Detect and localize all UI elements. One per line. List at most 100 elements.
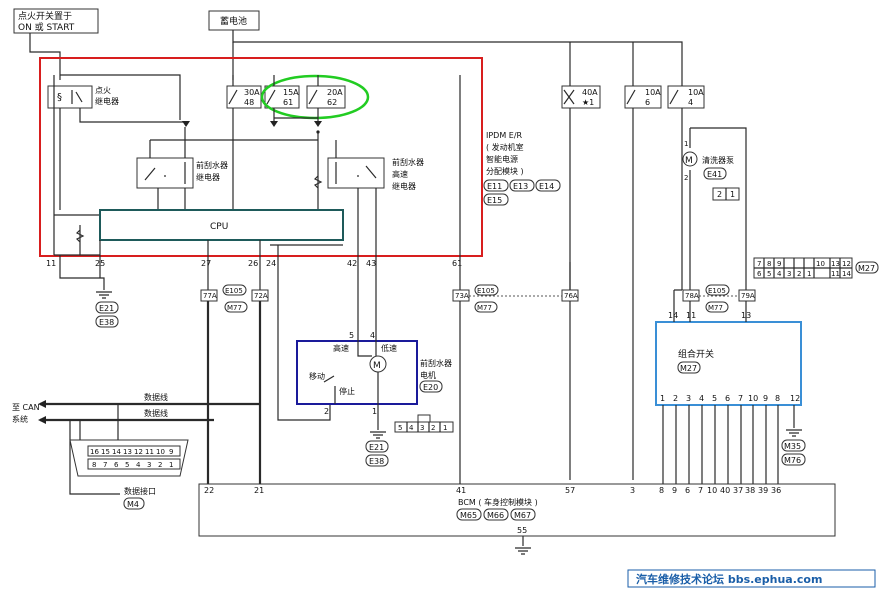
svg-text:1: 1 (660, 394, 665, 403)
motor-stop-label: 停止 (339, 386, 355, 396)
svg-text:16: 16 (90, 448, 99, 456)
can-label-2: 系统 (12, 414, 28, 424)
svg-text:57: 57 (565, 486, 575, 495)
washer-pump-label: 清洗器泵 (702, 155, 734, 165)
svg-text:E14: E14 (539, 182, 554, 191)
m66-label: M66 (487, 511, 504, 520)
svg-text:6: 6 (114, 461, 119, 469)
svg-text:6: 6 (757, 270, 762, 278)
svg-text:2: 2 (158, 461, 162, 469)
svg-text:12: 12 (134, 448, 143, 456)
ignition-relay-label-2: 继电器 (95, 96, 119, 106)
svg-text:10: 10 (156, 448, 165, 456)
ignition-switch-label-2: ON 或 START (18, 21, 75, 33)
wiper-relay-label: 前刮水器 (196, 160, 228, 170)
svg-text:13: 13 (123, 448, 132, 456)
fuse-40a (561, 85, 601, 109)
fuse-10a-1-number: 6 (645, 98, 650, 107)
svg-text:11: 11 (831, 270, 840, 278)
motor-move-label: 移动 (309, 371, 325, 381)
svg-text:40: 40 (720, 486, 730, 495)
fuse-15a-number: 61 (283, 98, 293, 107)
svg-text:15: 15 (101, 448, 110, 456)
wiper-relay (136, 157, 194, 189)
svg-text:M: M (685, 156, 693, 166)
svg-text:72A: 72A (254, 292, 268, 300)
ignition-relay (47, 85, 93, 109)
svg-text:26: 26 (248, 259, 258, 268)
svg-text:11: 11 (145, 448, 154, 456)
ignition-switch-label: 点火开关置于 (18, 10, 72, 22)
e41-label: E41 (707, 170, 722, 179)
svg-text:1: 1 (169, 461, 173, 469)
motor-pin-4: 4 (370, 331, 375, 340)
svg-text:76A: 76A (564, 292, 578, 300)
svg-text:2: 2 (431, 424, 435, 432)
footer-banner (627, 569, 876, 588)
combo-switch-label: 组合开关 (678, 348, 714, 360)
svg-text:11: 11 (46, 259, 56, 268)
svg-text:21: 21 (254, 486, 264, 495)
svg-text:3: 3 (686, 394, 691, 403)
svg-text:12: 12 (790, 394, 800, 403)
fuse-15a-rating: 15A (283, 88, 299, 97)
bcm-label: BCM ( 车身控制模块 ) (458, 497, 538, 507)
wiper-relay-label-2: 继电器 (196, 172, 220, 182)
fuse-40a-number: ★1 (582, 98, 594, 107)
svg-text:M: M (373, 361, 381, 371)
svg-text:E15: E15 (487, 196, 502, 205)
combo-pin-14: 14 (668, 311, 678, 320)
relay-coil-icon: § (57, 92, 62, 103)
svg-text:1: 1 (443, 424, 447, 432)
svg-text:9: 9 (672, 486, 677, 495)
ipdm-label-4: 分配模块 ) (486, 166, 524, 176)
svg-text:8: 8 (767, 260, 771, 268)
motor-high-label: 高速 (333, 343, 349, 353)
e38-label-2: E38 (369, 457, 384, 466)
svg-text:8: 8 (775, 394, 780, 403)
hs-relay-label-2: 高速 (392, 169, 408, 179)
svg-text:41: 41 (456, 486, 466, 495)
svg-text:61: 61 (452, 259, 462, 268)
e20-connector-face: 5 4 3 2 1 (394, 414, 454, 433)
motor-pin-5: 5 (349, 331, 354, 340)
m27-label: M27 (858, 264, 875, 273)
svg-text:7: 7 (103, 461, 107, 469)
svg-text:E11: E11 (487, 182, 502, 191)
ipdm-label-3: 智能电源 (486, 154, 518, 164)
svg-text:78A: 78A (685, 292, 699, 300)
svg-text:8: 8 (92, 461, 96, 469)
ipdm-module-box (39, 57, 483, 257)
ipdm-pin-labels: 11 25 27 26 24 42 43 61 (46, 259, 462, 268)
svg-text:7: 7 (698, 486, 703, 495)
svg-text:1: 1 (807, 270, 811, 278)
battery-label-box (208, 10, 260, 31)
m35-label: M35 (784, 442, 801, 451)
svg-text:3: 3 (147, 461, 151, 469)
ignition-switch-label-box (13, 8, 99, 34)
svg-text:10: 10 (707, 486, 717, 495)
washer-pin-1: 1 (684, 140, 688, 148)
diode-icon (182, 121, 322, 127)
wiper-motor-label: 前刮水器 (420, 358, 452, 368)
m27-label-2: M27 (680, 364, 697, 373)
ipdm-connectors: E11 E13 E14 E15 (483, 179, 561, 206)
svg-text:E13: E13 (513, 182, 528, 191)
data-link-connector: 16 15 14 13 12 11 10 9 8 7 6 5 4 3 2 1 (69, 439, 189, 477)
fuse-40a-rating: 40A (582, 88, 598, 97)
svg-text:5: 5 (125, 461, 129, 469)
svg-text:73A: 73A (455, 292, 469, 300)
fuse-30a-number: 48 (244, 98, 254, 107)
high-speed-relay (327, 157, 385, 189)
fuse-10a-2-number: 4 (688, 98, 693, 107)
svg-text:12: 12 (842, 260, 851, 268)
svg-text:9: 9 (763, 394, 768, 403)
fuse-10a-1-rating: 10A (645, 88, 661, 97)
svg-text:2: 2 (717, 190, 722, 199)
e38-label: E38 (99, 318, 114, 327)
motor-pin-1: 1 (372, 407, 377, 416)
svg-text:1: 1 (730, 190, 735, 199)
svg-text:13: 13 (831, 260, 840, 268)
wiper-motor-box (296, 340, 418, 405)
ignition-relay-label: 点火 (95, 86, 111, 95)
